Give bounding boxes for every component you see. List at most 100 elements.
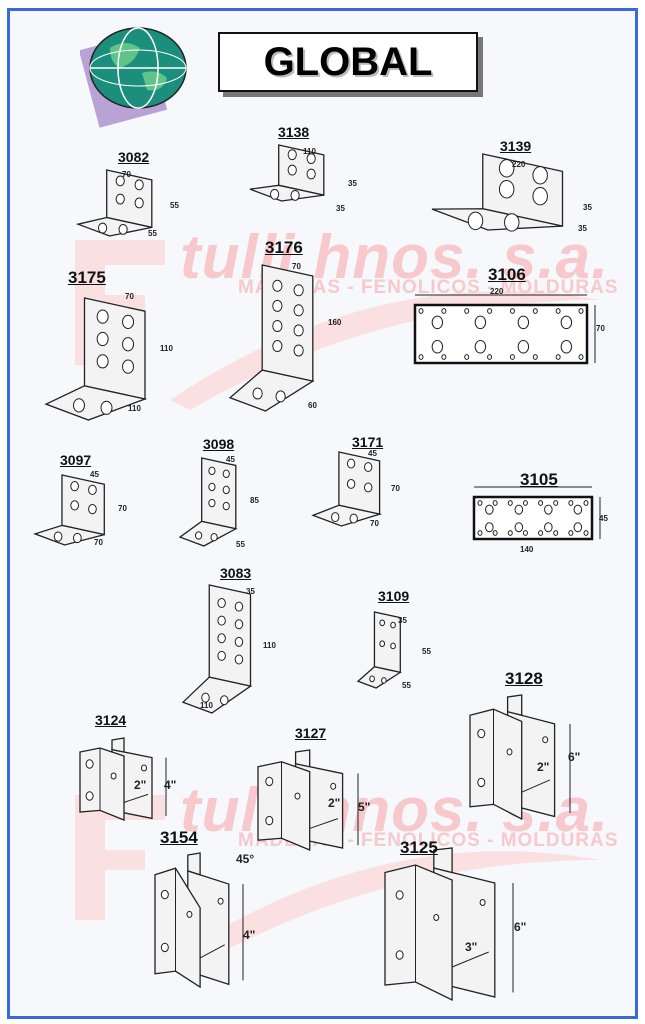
product-drawing-3109 xyxy=(356,611,402,689)
product-drawing-3125 xyxy=(384,847,514,1002)
hole xyxy=(306,168,316,180)
hole xyxy=(477,777,486,788)
hole xyxy=(252,387,263,400)
product-drawing-3124 xyxy=(79,737,167,821)
hole xyxy=(115,193,125,205)
product-drawing-3098 xyxy=(178,457,238,547)
product-code-3098: 3098 xyxy=(203,436,235,452)
dimension-label: 4" xyxy=(243,928,256,942)
hole xyxy=(509,308,515,314)
hole xyxy=(509,354,515,360)
product-code-3139: 3139 xyxy=(500,138,532,154)
hole xyxy=(492,500,498,506)
hole xyxy=(553,500,559,506)
vertical-flange xyxy=(83,297,146,400)
hole xyxy=(70,481,80,492)
base-flange xyxy=(311,504,383,527)
width-arrow xyxy=(521,779,551,793)
dimension-label: 55 xyxy=(422,647,431,656)
hole xyxy=(293,284,304,297)
hole xyxy=(122,337,135,352)
hole xyxy=(186,910,193,918)
hole xyxy=(390,621,396,629)
product-code-3097: 3097 xyxy=(60,452,92,468)
hole xyxy=(293,304,304,317)
top-tab xyxy=(506,694,523,717)
hole xyxy=(115,175,125,187)
hole xyxy=(485,522,494,533)
product-code-3124: 3124 xyxy=(95,712,127,728)
hole xyxy=(395,950,404,960)
dimension-label: 45 xyxy=(368,449,377,458)
globe-icon xyxy=(80,27,187,128)
top-tab xyxy=(111,737,125,753)
hole xyxy=(573,504,583,515)
base-flange xyxy=(44,385,148,421)
vertical-flange xyxy=(61,474,105,536)
product-drawing-3128 xyxy=(469,694,571,821)
product-code-3083: 3083 xyxy=(220,565,252,581)
flat-plate xyxy=(413,303,589,365)
hole xyxy=(234,636,244,647)
hole xyxy=(118,223,128,235)
hole xyxy=(272,319,283,333)
hole xyxy=(275,390,286,403)
dimension-label: 55 xyxy=(148,229,157,238)
hole xyxy=(498,180,515,199)
hole xyxy=(141,764,147,772)
hole xyxy=(578,354,584,360)
dimension-label: 160 xyxy=(328,318,342,327)
product-code-3175: 3175 xyxy=(68,268,106,287)
hole xyxy=(96,331,109,347)
hole xyxy=(346,478,356,489)
hole xyxy=(418,308,424,314)
hole xyxy=(477,500,483,506)
hole xyxy=(433,914,440,921)
dimension-label: 70 xyxy=(122,170,131,179)
hole xyxy=(568,530,574,536)
base-flange xyxy=(249,184,324,202)
hole xyxy=(560,339,573,354)
hole xyxy=(532,308,538,314)
hole xyxy=(122,359,135,374)
dimension-label: 6" xyxy=(514,920,527,934)
dimension-label: 70 xyxy=(391,484,400,493)
hole xyxy=(134,179,144,191)
hole xyxy=(477,530,483,536)
base-flange xyxy=(356,666,402,689)
hole xyxy=(487,308,493,314)
hole xyxy=(379,640,386,648)
hole xyxy=(441,308,447,314)
hole xyxy=(306,153,316,165)
width-arrow xyxy=(199,944,225,959)
dimension-label: 2" xyxy=(537,760,550,774)
hole xyxy=(431,339,444,354)
vertical-flange xyxy=(201,457,237,530)
hole xyxy=(222,469,230,478)
dimension-label: 35 xyxy=(578,224,587,233)
product-drawing-3105 xyxy=(472,486,601,541)
dimension-label: 110 xyxy=(160,344,173,353)
dimension-label: 45 xyxy=(90,470,99,479)
hole xyxy=(538,500,544,506)
hole xyxy=(208,466,216,476)
front-side xyxy=(257,761,311,851)
hole xyxy=(110,772,117,780)
hole xyxy=(88,503,97,515)
hole xyxy=(349,513,358,524)
product-code-3105: 3105 xyxy=(520,470,558,489)
hole xyxy=(234,619,244,630)
title-box: GLOBAL xyxy=(218,32,478,92)
front-side xyxy=(469,708,523,821)
hole xyxy=(498,159,515,178)
base-flange xyxy=(431,208,563,231)
hole xyxy=(287,164,297,176)
product-drawing-3138 xyxy=(249,144,325,202)
flat-plate xyxy=(472,495,594,541)
hole xyxy=(517,315,530,330)
dimension-label: 35 xyxy=(336,204,345,213)
hole xyxy=(441,354,447,360)
hole xyxy=(395,890,404,900)
dimension-label: 70 xyxy=(370,519,379,528)
hole xyxy=(464,308,470,314)
